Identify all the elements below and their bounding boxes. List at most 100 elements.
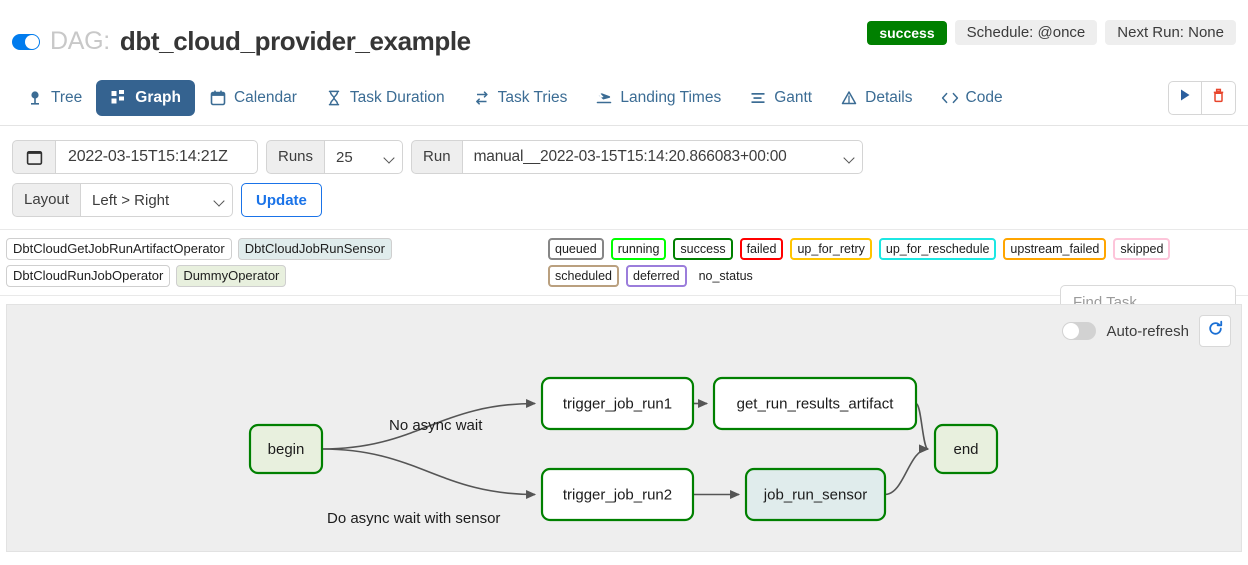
refresh-icon	[1207, 320, 1224, 342]
runs-label: Runs	[266, 140, 326, 174]
graph-edges	[321, 399, 930, 499]
controls-row-2: Layout Left > Right Update	[12, 183, 1236, 217]
base-date-input[interactable]: 2022-03-15T15:14:21Z	[56, 140, 258, 174]
graph-node-box[interactable]	[540, 467, 695, 522]
graph-node[interactable]: trigger_job_run2	[540, 467, 695, 522]
graph-edge	[884, 444, 930, 496]
filter-controls: 2022-03-15T15:14:21Z Runs 25 Run manual_…	[0, 126, 1248, 319]
graph-edge-label: No async wait	[389, 417, 483, 434]
operator-legend-chip[interactable]: DbtCloudGetJobRunArtifactOperator	[6, 238, 232, 260]
graph-node-box[interactable]	[540, 376, 695, 431]
graph-node[interactable]: job_run_sensor	[744, 467, 887, 522]
dag-title-row: DAG: dbt_cloud_provider_example	[12, 0, 1236, 57]
trash-icon	[1211, 88, 1226, 108]
calendar-icon[interactable]	[12, 140, 56, 174]
calendar-icon	[209, 89, 227, 107]
status-legend-chip[interactable]: queued	[548, 238, 604, 260]
status-legend-chip[interactable]: success	[673, 238, 733, 260]
hourglass-icon	[325, 89, 343, 107]
tab-label: Task Duration	[349, 88, 445, 106]
dag-action-buttons	[1168, 80, 1236, 115]
dag-graph-panel[interactable]: Auto-refresh No async wait Do async wait …	[6, 304, 1242, 552]
retry-icon	[473, 89, 491, 107]
dag-graph-svg[interactable]: No async wait Do async wait with sensor b…	[7, 305, 1242, 552]
status-legend-chip[interactable]: scheduled	[548, 265, 619, 287]
graph-edge	[915, 402, 930, 454]
tab-gantt[interactable]: Gantt	[735, 80, 826, 116]
status-legend-chip[interactable]: skipped	[1113, 238, 1171, 260]
graph-icon	[110, 89, 128, 107]
status-legend-chip[interactable]: up_for_retry	[790, 238, 872, 260]
graph-node[interactable]: end	[933, 423, 999, 475]
schedule-badge[interactable]: Schedule: @once	[954, 20, 1098, 45]
tab-label: Gantt	[774, 88, 813, 106]
num-runs-select[interactable]: 25	[325, 140, 404, 174]
auto-refresh-label: Auto-refresh	[1106, 322, 1189, 340]
page-title: dbt_cloud_provider_example	[119, 26, 471, 56]
layout-group: Layout Left > Right	[12, 183, 234, 217]
next-run-badge[interactable]: Next Run: None	[1105, 20, 1236, 45]
trigger-dag-button[interactable]	[1168, 80, 1202, 115]
tab-calendar[interactable]: Calendar	[195, 80, 311, 116]
dag-prefix-label: DAG:	[50, 27, 110, 55]
status-legend-chip[interactable]: up_for_reschedule	[878, 238, 997, 260]
controls-row-1: 2022-03-15T15:14:21Z Runs 25 Run manual_…	[12, 140, 1236, 174]
tab-label: Code	[965, 88, 1003, 106]
graph-edge	[321, 399, 537, 450]
graph-node[interactable]: get_run_results_artifact	[712, 376, 918, 431]
tree-icon	[26, 89, 44, 107]
tab-label: Graph	[135, 88, 181, 106]
tab-label: Details	[865, 88, 913, 106]
update-button[interactable]: Update	[241, 183, 322, 217]
graph-node-box[interactable]	[933, 423, 999, 475]
delete-dag-button[interactable]	[1202, 80, 1236, 115]
status-badge: success	[867, 20, 947, 45]
graph-node-label: end	[953, 441, 978, 458]
tab-details[interactable]: Details	[826, 80, 926, 116]
graph-edge-label: Do async wait with sensor	[327, 510, 500, 527]
auto-refresh-toggle[interactable]	[1062, 322, 1097, 340]
tab-code[interactable]: Code	[927, 80, 1017, 116]
refresh-button[interactable]	[1199, 315, 1231, 347]
status-legend-chip[interactable]: upstream_failed	[1003, 238, 1107, 260]
tab-label: Landing Times	[620, 88, 722, 106]
tab-list: Tree Graph Calendar Task Duration Task T	[12, 79, 1017, 116]
graph-node-label: job_run_sensor	[763, 486, 867, 503]
tab-label: Task Tries	[497, 88, 568, 106]
header-badges: success Schedule: @once Next Run: None	[867, 20, 1236, 45]
operator-legend-chip[interactable]: DbtCloudRunJobOperator	[6, 265, 171, 287]
details-icon	[840, 89, 858, 107]
graph-edge-labels: No async wait Do async wait with sensor	[327, 417, 500, 527]
tab-task-duration[interactable]: Task Duration	[311, 80, 459, 116]
tab-tree[interactable]: Tree	[12, 80, 96, 116]
base-date-group: 2022-03-15T15:14:21Z	[12, 140, 258, 174]
tab-label: Calendar	[233, 88, 297, 106]
graph-nodes[interactable]: begin trigger_job_run1 get_run_results_art…	[248, 376, 999, 522]
run-label: Run	[411, 140, 463, 174]
graph-node-label: get_run_results_artifact	[737, 395, 895, 412]
tab-label: Tree	[51, 88, 83, 106]
dag-run-select[interactable]: manual__2022-03-15T15:14:20.866083+00:00	[462, 140, 863, 174]
tab-task-tries[interactable]: Task Tries	[459, 80, 582, 116]
operator-legend-chip[interactable]: DummyOperator	[176, 265, 287, 287]
status-legend-chip[interactable]: running	[610, 238, 667, 260]
status-legend-chip[interactable]: deferred	[626, 265, 687, 287]
graph-node-label: trigger_job_run2	[563, 486, 672, 503]
operator-legend-chip[interactable]: DbtCloudJobRunSensor	[237, 238, 392, 260]
dag-pause-toggle[interactable]	[12, 33, 40, 50]
graph-node-box[interactable]	[712, 376, 918, 431]
status-legend-no-status[interactable]: no_status	[698, 269, 753, 283]
graph-node[interactable]: trigger_job_run1	[540, 376, 695, 431]
graph-node[interactable]: begin	[248, 423, 324, 475]
graph-node-box[interactable]	[248, 423, 324, 475]
page-header: DAG: dbt_cloud_provider_example success …	[0, 0, 1248, 70]
layout-select[interactable]: Left > Right	[81, 183, 234, 217]
status-legend-chip[interactable]: failed	[739, 238, 784, 260]
play-icon	[1178, 88, 1192, 107]
tab-landing-times[interactable]: Landing Times	[581, 80, 735, 116]
code-icon	[941, 89, 959, 107]
graph-node-label: begin	[268, 441, 305, 458]
tab-graph[interactable]: Graph	[96, 79, 195, 116]
graph-node-box[interactable]	[744, 467, 887, 522]
